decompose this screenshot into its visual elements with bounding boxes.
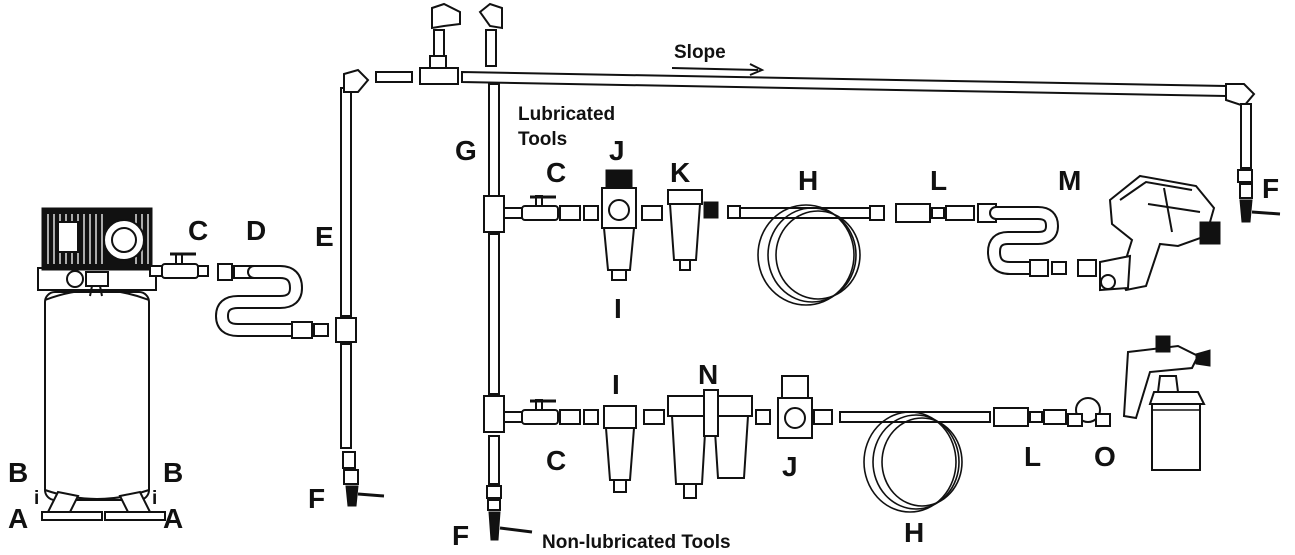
label-n-dryer: N xyxy=(698,359,718,390)
lubricated-tools-label-line2: Tools xyxy=(518,129,567,150)
slope-label: Slope xyxy=(674,42,726,63)
label-f-drop-drain: F xyxy=(452,520,469,551)
label-j-lubricated: J xyxy=(609,135,625,166)
non-lubricated-branch xyxy=(503,375,1111,513)
shutoff-valve-c-compressor xyxy=(161,252,209,279)
label-e-riser: E xyxy=(315,221,334,252)
main-header-pipe xyxy=(375,2,1281,223)
label-d-hose: D xyxy=(246,215,266,246)
label-o-gauge: O xyxy=(1094,441,1116,472)
label-k-lubricator: K xyxy=(670,157,690,188)
non-lubricated-tools-label: Non-lubricated Tools xyxy=(542,532,731,553)
riser-pipe-e xyxy=(335,68,385,507)
label-f-header-drain: F xyxy=(1262,173,1279,204)
impact-wrench-m xyxy=(1099,174,1221,292)
label-l-lubricated: L xyxy=(930,165,947,196)
label-a-left: A xyxy=(8,503,28,534)
label-b-right: B xyxy=(163,457,183,488)
label-b-left: B xyxy=(8,457,28,488)
label-f-riser-drain: F xyxy=(308,483,325,514)
drop-pipe-g xyxy=(483,83,533,541)
label-i-non-lubricated: I xyxy=(612,369,620,400)
label-h-non-lubricated: H xyxy=(904,517,924,548)
label-h-lubricated: H xyxy=(798,165,818,196)
label-j-non-lubricated: J xyxy=(782,451,798,482)
label-i-right: i xyxy=(152,488,157,509)
label-l-non-lubricated: L xyxy=(1024,441,1041,472)
label-m-wrench: M xyxy=(1058,165,1081,196)
hose-d xyxy=(214,263,329,339)
lubricated-branch xyxy=(503,169,1097,306)
air-compressor xyxy=(37,207,166,521)
label-c-lubricated: C xyxy=(546,157,566,188)
lubricated-tools-label-line1: Lubricated xyxy=(518,104,615,125)
spray-gun xyxy=(1122,335,1211,471)
label-g-drop: G xyxy=(455,135,477,166)
label-c-compressor: C xyxy=(188,215,208,246)
label-i-lubricated: I xyxy=(614,293,622,324)
label-c-non-lubricated: C xyxy=(546,445,566,476)
label-a-right: A xyxy=(163,503,183,534)
label-i-left: i xyxy=(34,488,39,509)
